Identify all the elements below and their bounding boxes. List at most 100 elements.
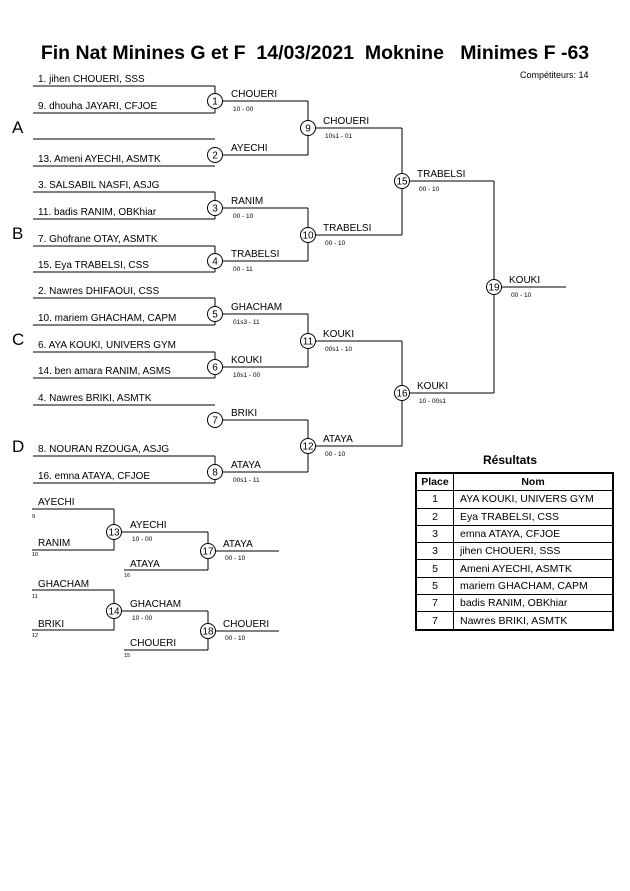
repechage-score: 00 - 10 <box>225 555 246 562</box>
result-place: 3 <box>415 542 454 561</box>
match-winner: KOUKI <box>323 329 354 340</box>
result-name: mariem GHACHAM, CAPM <box>453 576 614 596</box>
results-header-place: Place <box>415 472 454 492</box>
match-score: 00 - 10 <box>511 292 532 299</box>
match-winner: TRABELSI <box>231 249 279 260</box>
pool-label: D <box>12 437 24 456</box>
entrant-name: 1. jihen CHOUERI, SSS <box>38 74 145 85</box>
repechage-entrant: BRIKI <box>38 619 64 630</box>
match-winner: ATAYA <box>231 460 261 471</box>
pool-label: B <box>12 224 23 243</box>
match-number: 10 <box>302 231 314 242</box>
match-number-circle <box>207 147 223 163</box>
result-name: Ameni AYECHI, ASMTK <box>453 559 614 578</box>
match-score: 10s1 - 01 <box>325 133 352 140</box>
result-place: 5 <box>415 576 454 596</box>
match-number: 2 <box>212 151 218 162</box>
match-number-circle <box>300 227 316 243</box>
entrant-name: 16. emna ATAYA, CFJOE <box>38 471 150 482</box>
match-number-circle <box>207 359 223 375</box>
match-score: 00 - 10 <box>419 186 440 193</box>
match-winner: CHOUERI <box>323 116 369 127</box>
match-number: 11 <box>303 337 314 348</box>
match-number-circle <box>200 543 216 559</box>
repechage-winner: CHOUERI <box>223 619 269 630</box>
match-number: 9 <box>305 124 311 135</box>
repechage-source: 15 <box>124 653 130 659</box>
match-number-circle <box>207 306 223 322</box>
match-number-circle <box>300 120 316 136</box>
match-number: 4 <box>212 257 218 268</box>
match-number: 15 <box>396 177 408 188</box>
match-number-circle <box>394 173 410 189</box>
match-number-circle <box>394 385 410 401</box>
match-winner: CHOUERI <box>231 89 277 100</box>
match-number-circle <box>207 93 223 109</box>
result-name: AYA KOUKI, UNIVERS GYM <box>453 490 614 509</box>
entrant-name: 7. Ghofrane OTAY, ASMTK <box>38 234 158 245</box>
match-score: 00 - 10 <box>233 213 254 220</box>
match-winner: AYECHI <box>231 143 268 154</box>
result-place: 5 <box>415 559 454 578</box>
entrant-name: 8. NOURAN RZOUGA, ASJG <box>38 444 169 455</box>
match-number-circle <box>300 333 316 349</box>
entrant-name: 11. badis RANIM, OBKhiar <box>38 207 157 218</box>
match-number-circle <box>207 464 223 480</box>
match-number-circle <box>207 412 223 428</box>
match-number: 17 <box>202 547 214 558</box>
repechage-entrant: ATAYA <box>130 559 160 570</box>
repechage-source: 12 <box>32 633 38 639</box>
match-score: 00s1 - 11 <box>233 477 260 484</box>
match-number: 19 <box>488 283 500 294</box>
pool-label: A <box>12 118 24 137</box>
match-number: 1 <box>212 97 218 108</box>
match-score: 10s1 - 00 <box>233 372 260 379</box>
match-winner: KOUKI <box>417 381 448 392</box>
repechage-entrant: GHACHAM <box>38 579 89 590</box>
match-number-circle <box>300 438 316 454</box>
repechage-source: 9 <box>32 514 35 520</box>
match-number: 16 <box>396 389 408 400</box>
match-number: 3 <box>212 204 218 215</box>
repechage-score: 10 - 00 <box>132 536 153 543</box>
repechage-entrant: CHOUERI <box>130 638 176 649</box>
match-number: 7 <box>212 416 218 427</box>
match-score: 00 - 10 <box>325 240 346 247</box>
match-number-circle <box>106 603 122 619</box>
pool-label: C <box>12 330 24 349</box>
repechage-entrant: RANIM <box>38 538 70 549</box>
match-winner: ATAYA <box>323 434 353 445</box>
page-title: Fin Nat Minines G et F 14/03/2021 Moknin… <box>40 42 590 64</box>
entrant-name: 10. mariem GHACHAM, CAPM <box>38 313 176 324</box>
match-winner: TRABELSI <box>417 169 465 180</box>
entrant-name: 2. Nawres DHIFAOUI, CSS <box>38 286 159 297</box>
match-winner: RANIM <box>231 196 263 207</box>
result-place: 7 <box>415 594 454 613</box>
result-place: 2 <box>415 507 454 526</box>
results-title: Résultats <box>482 453 538 467</box>
match-number-circle <box>207 253 223 269</box>
entrant-name: 3. SALSABIL NASFI, ASJG <box>38 180 160 191</box>
match-number-circle <box>486 279 502 295</box>
repechage-score: 10 - 00 <box>132 615 153 622</box>
match-number-circle <box>106 524 122 540</box>
match-number-circle <box>207 200 223 216</box>
match-score: 01s3 - 11 <box>233 319 260 326</box>
result-name: emna ATAYA, CFJOE <box>453 524 614 544</box>
result-place: 7 <box>415 611 454 631</box>
repechage-source: 16 <box>124 573 130 579</box>
repechage-winner: GHACHAM <box>130 599 181 610</box>
competitor-count: Compétiteurs: 14 <box>520 70 589 80</box>
match-winner: GHACHAM <box>231 302 282 313</box>
results-header-name: Nom <box>453 472 614 492</box>
match-number: 13 <box>108 528 120 539</box>
match-score: 00s1 - 10 <box>325 346 352 353</box>
results-header-row: Place Nom <box>415 472 614 492</box>
